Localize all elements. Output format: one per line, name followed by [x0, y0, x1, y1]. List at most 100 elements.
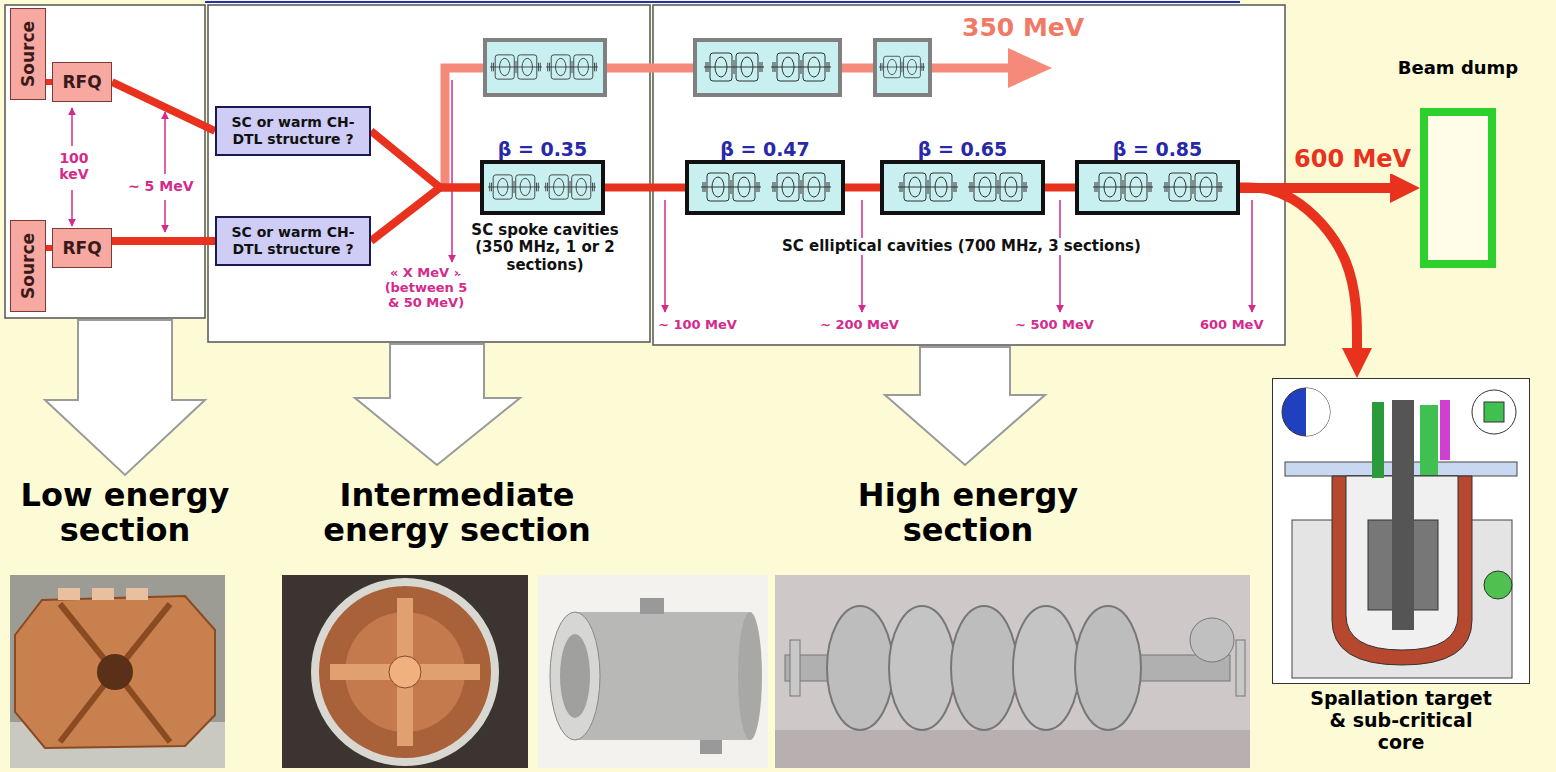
cryomodule-fill [480, 160, 1240, 215]
node-heading: Beam dump [1378, 57, 1538, 78]
reactor-core-drawing [1282, 388, 1330, 436]
elliptical-cryomodule: β = 0.85 [1075, 160, 1240, 215]
optional-cryomodule [485, 40, 930, 95]
energy-pointer [861, 200, 863, 312]
spoke-cavity-photo [550, 612, 600, 740]
node-label: Source [18, 233, 38, 299]
rfq-box: RFQ [52, 62, 112, 102]
elliptical-cavity-photo [1236, 640, 1245, 696]
cavity-icon [879, 56, 925, 77]
node-heading: Spallation target & sub-critical core [1307, 688, 1495, 754]
node-label: RFQ [62, 238, 101, 258]
cavity-icon [701, 173, 761, 201]
elliptical-cavity-photo [775, 575, 1250, 768]
energy-pointer [664, 200, 666, 312]
node-heading: β = 0.35 [434, 138, 651, 160]
350-mev-arrowhead [1008, 48, 1052, 88]
section-panel [208, 5, 650, 342]
reactor-core-drawing [1472, 390, 1516, 434]
beam-line [1045, 184, 1075, 192]
beam-line [371, 131, 480, 188]
reactor-core-drawing [1272, 378, 1530, 684]
spoke-cavity-interior-photo [389, 656, 421, 688]
node-heading: β = 0.65 [834, 138, 1091, 160]
rfq-photo [10, 575, 225, 768]
section-pointer-arrow [45, 320, 205, 475]
cavity-icon [898, 173, 958, 201]
link-underline [205, 1, 1240, 3]
beam-line [605, 184, 685, 192]
spoke-cavity-interior-photo [315, 582, 495, 762]
section-pointer-arrow [45, 320, 1045, 475]
beam-line [845, 184, 880, 192]
rfq-photo [58, 588, 80, 600]
rfq-photo [60, 604, 170, 742]
elliptical-cavity-photo [1075, 606, 1141, 730]
elliptical-cavity-photo [775, 575, 1250, 768]
reactor-core-drawing [1372, 402, 1384, 478]
spoke-cavity-interior-photo [282, 575, 528, 768]
dtl-structure-box: SC or warm CH-DTL structure ? [215, 106, 371, 156]
optional-cryomodule [875, 40, 930, 95]
elliptical-cavity-photo [775, 730, 1250, 768]
elliptical-cavity-photo [1190, 618, 1234, 662]
spoke-cavity-photo [575, 612, 750, 740]
energy-pointer [71, 108, 73, 146]
energy-label: ~ 200 MeV [820, 318, 899, 333]
reactor-core-drawing [1420, 405, 1438, 475]
cavity-icon [968, 173, 1028, 201]
energy-pointer [451, 80, 453, 262]
energy-pointer [1251, 200, 1253, 312]
spoke-cavity-photo [560, 634, 590, 718]
energy-label: ~ 500 MeV [1015, 318, 1094, 333]
dtl-structure-box: SC or warm CH-DTL structure ? [215, 216, 371, 266]
energy-pointer [72, 80, 1252, 312]
reactor-core-drawing [1484, 571, 1512, 599]
optional-cryomodule [695, 40, 840, 95]
energy-label: 100 keV [54, 150, 94, 182]
optional-cryomodule [485, 40, 605, 95]
elliptical-cavity-photo [790, 640, 800, 696]
cavity-icon [704, 53, 764, 81]
energy-pointer [71, 190, 73, 226]
cryomodule-fill [1075, 160, 1240, 215]
energy-pointer [164, 200, 166, 232]
ion-source-box: Source [10, 8, 46, 100]
spoke-cavity-photo [700, 740, 722, 754]
reactor-core-drawing [1440, 400, 1450, 460]
ion-source-box: Source [10, 220, 46, 312]
section-caption: SC spoke cavities (350 MHz, 1 or 2 secti… [458, 222, 632, 274]
energy-label: 350 MeV [962, 14, 1084, 43]
cavity-icon [488, 53, 1223, 201]
elliptical-cavity-photo [951, 606, 1017, 730]
section-panel [653, 5, 1285, 345]
beam-line [112, 237, 215, 245]
elliptical-cryomodule: β = 0.47 [685, 160, 845, 215]
rfq-photo [97, 654, 133, 690]
section-title: High energy section [838, 478, 1098, 548]
spoke-cavity-photo [738, 612, 762, 740]
spoke-cryomodule: β = 0.35 [480, 160, 605, 215]
rfq-photo [126, 588, 148, 600]
rfq-photo [92, 588, 114, 600]
node-heading: β = 0.47 [639, 138, 891, 160]
rfq-photo [10, 575, 225, 768]
rfq-photo [15, 596, 215, 748]
cavity-icon [490, 55, 542, 79]
elliptical-cavity-photo [827, 606, 893, 730]
node-label: RFQ [62, 72, 101, 92]
elliptical-cryomodule: β = 0.65 [880, 160, 1045, 215]
rfq-box: RFQ [52, 228, 112, 268]
energy-pointer [1059, 200, 1061, 312]
section-panel [5, 5, 1285, 345]
spallation-target-frame: Spallation target & sub-critical core [1272, 378, 1530, 684]
node-label: Source [18, 21, 38, 87]
cryomodule-fill [685, 160, 845, 215]
energy-label: ~ 5 MeV [128, 178, 193, 194]
spoke-cavity-interior-photo [282, 575, 528, 768]
spoke-cavity-photo [538, 575, 768, 768]
reactor-core-drawing [1392, 400, 1414, 630]
